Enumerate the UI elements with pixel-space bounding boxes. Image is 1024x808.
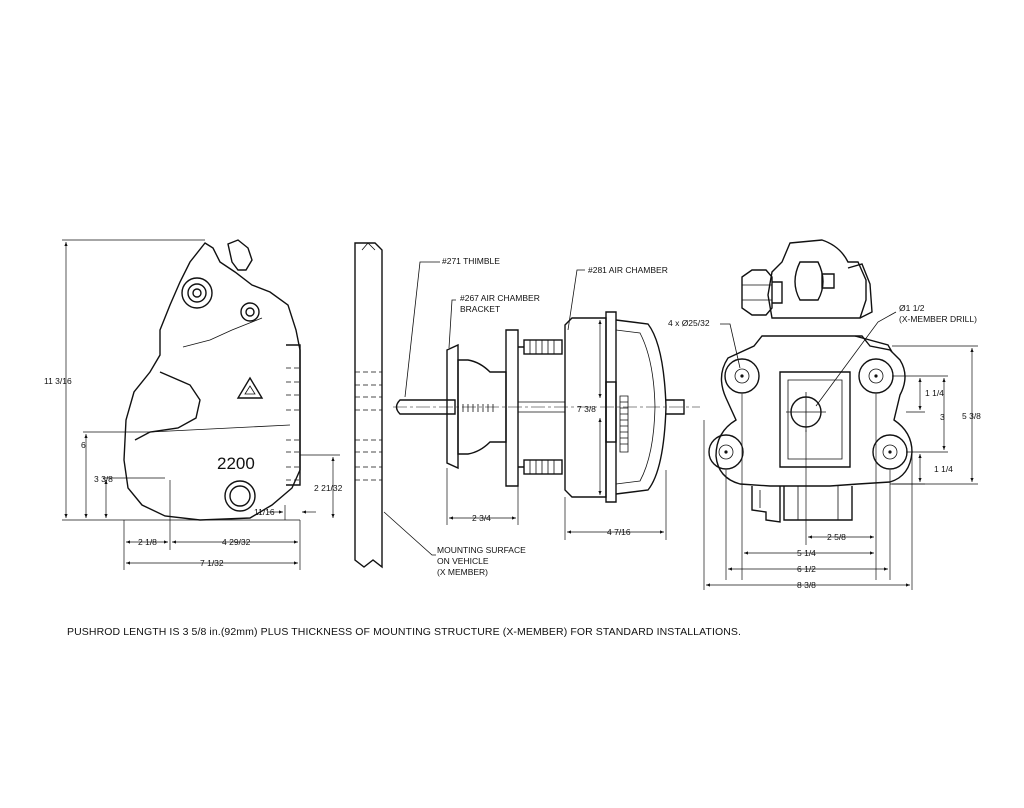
air-chamber [564, 311, 685, 503]
dim-v-1-1-4-bottom: 1 1/4 [934, 464, 953, 474]
mounting-plate-section [354, 242, 383, 569]
callout-bracket-line1: #267 AIR CHAMBER [460, 293, 540, 303]
dim-h-8-3-8: 8 3/8 [797, 580, 816, 590]
dim-2-1-8: 2 1/8 [138, 537, 157, 547]
mounting-hole-tl [724, 358, 760, 394]
callout-drill-line2: (X-MEMBER DRILL) [899, 314, 977, 324]
dim-4-29-32: 4 29/32 [222, 537, 251, 547]
callout-mount-line1: MOUNTING SURFACE [437, 545, 526, 555]
rear-mounting-plate [715, 335, 913, 487]
callout-holes: 4 x Ø25/32 [668, 318, 710, 328]
dim-overall-height: 11 3/16 [44, 376, 72, 386]
dim-h-6-1-2: 6 1/2 [797, 564, 816, 574]
dim-height-3-3-8: 3 3/8 [94, 474, 113, 484]
dim-4-7-16: 4 7/16 [607, 527, 631, 537]
dim-2-21-32: 2 21/32 [314, 483, 343, 493]
mounting-hole-bl [708, 434, 744, 470]
mounting-hole-br [872, 434, 908, 470]
dim-7-1-32: 7 1/32 [200, 558, 224, 568]
center-pocket [779, 371, 851, 468]
dim-h-2-5-8: 2 5/8 [827, 532, 846, 542]
callout-drill-line1: Ø1 1/2 [899, 303, 925, 313]
dim-v-5-3-8: 5 3/8 [962, 411, 981, 421]
bottom-bolt [224, 480, 256, 512]
callout-air-chamber: #281 AIR CHAMBER [588, 265, 668, 275]
pintle-head [741, 239, 873, 319]
dim-2-3-4: 2 3/4 [472, 513, 491, 523]
mounting-hole-tr [858, 358, 894, 394]
callout-bracket-line2: BRACKET [460, 304, 500, 314]
dim-7-3-8: 7 3/8 [577, 404, 596, 414]
side-view: 2200 11 3/16 6 3 3/8 2 21/32 11/16 [44, 239, 343, 570]
dim-h-5-1-4: 5 1/4 [797, 548, 816, 558]
dim-v-1-1-4-top: 1 1/4 [925, 388, 944, 398]
side-dimensions [62, 239, 340, 570]
mount-holes-hidden [286, 367, 302, 481]
dim-v-3: 3 [940, 412, 945, 422]
air-chamber-assembly: #271 THIMBLE #267 AIR CHAMBER BRACKET #2… [383, 256, 700, 577]
coupling-body-outline [123, 242, 301, 521]
brand-logo-mark [236, 376, 264, 399]
rear-view: 4 x Ø25/32 Ø1 1/2 (X-MEMBER DRILL) 1 1/4… [668, 239, 981, 590]
grease-fitting [240, 302, 260, 322]
chamber-dimensions [446, 320, 667, 540]
x-member-drill [786, 392, 826, 432]
dim-11-16: 11/16 [254, 507, 275, 517]
pushrod-note: PUSHROD LENGTH IS 3 5/8 in.(92mm) PLUS T… [67, 626, 742, 638]
model-label: 2200 [217, 454, 255, 473]
thimble-part [395, 399, 456, 415]
air-chamber-bracket [446, 329, 519, 487]
dim-height-6: 6 [81, 440, 86, 450]
latch [227, 239, 253, 271]
rear-dimensions [703, 345, 978, 590]
mounting-studs [518, 339, 563, 475]
callout-mount-line3: (X MEMBER) [437, 567, 488, 577]
callout-thimble: #271 THIMBLE [442, 256, 500, 266]
callout-mount-line2: ON VEHICLE [437, 556, 489, 566]
pivot-bolt [181, 277, 213, 309]
bottom-bracket [751, 486, 853, 523]
